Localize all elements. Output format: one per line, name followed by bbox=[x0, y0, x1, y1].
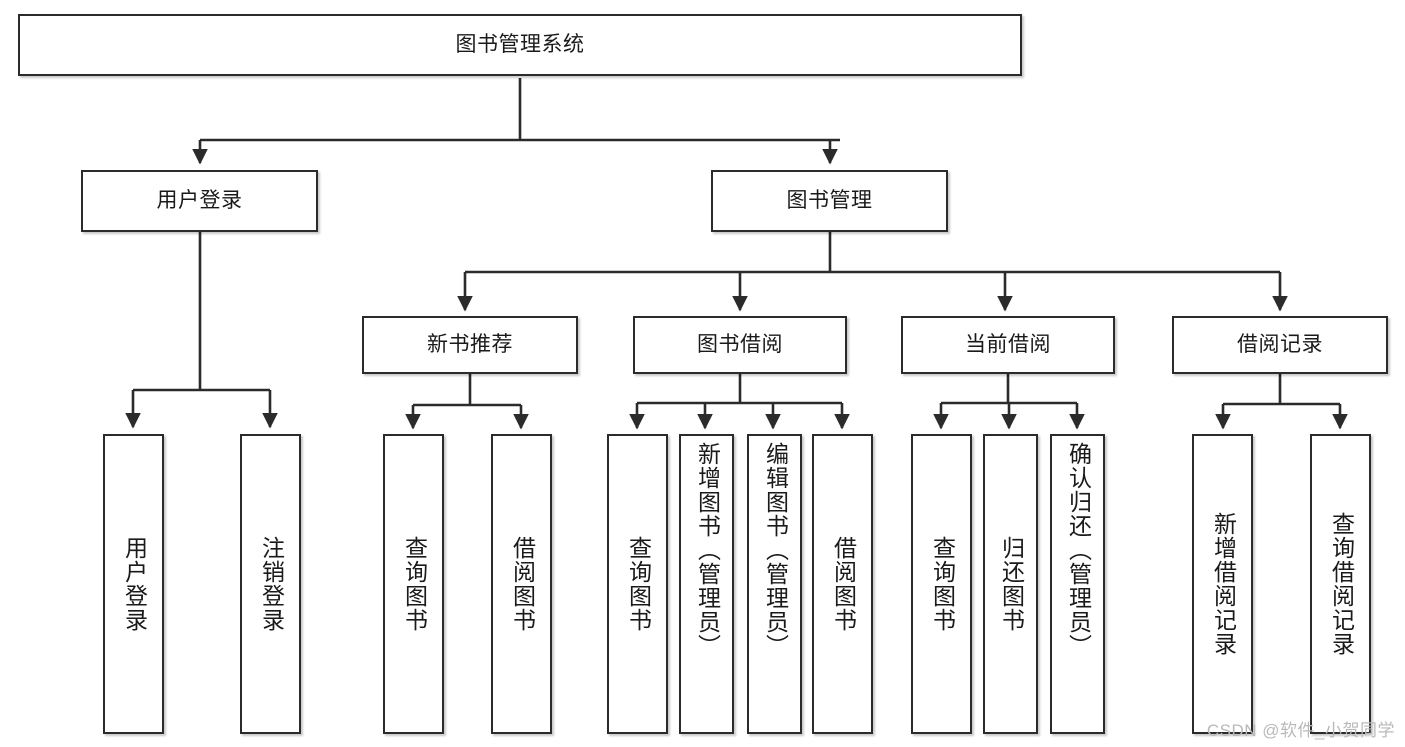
node-new-book-rec-label: 新书推荐 bbox=[427, 332, 513, 356]
node-user-login[interactable]: 用户登录 bbox=[81, 170, 318, 232]
node-leaf-confirm-return[interactable]: 确认归还（管理员） bbox=[1050, 434, 1105, 734]
node-leaf-user-login-label: 用户登录 bbox=[121, 536, 148, 632]
node-leaf-borrow-book-2[interactable]: 借阅图书 bbox=[812, 434, 873, 734]
node-leaf-query-book-2[interactable]: 查询图书 bbox=[607, 434, 668, 734]
node-leaf-query-record[interactable]: 查询借阅记录 bbox=[1310, 434, 1371, 734]
node-current-borrow-label: 当前借阅 bbox=[965, 332, 1051, 356]
node-leaf-query-book-2-label: 查询图书 bbox=[625, 536, 652, 632]
node-leaf-add-record-label: 新增借阅记录 bbox=[1210, 512, 1237, 656]
node-leaf-query-book-3-label: 查询图书 bbox=[929, 536, 956, 632]
node-leaf-borrow-book-2-label: 借阅图书 bbox=[830, 536, 857, 632]
node-book-borrow-label: 图书借阅 bbox=[697, 332, 783, 356]
node-leaf-borrow-book-1-label: 借阅图书 bbox=[509, 536, 536, 632]
node-leaf-return-book[interactable]: 归还图书 bbox=[983, 434, 1038, 734]
node-new-book-rec[interactable]: 新书推荐 bbox=[362, 316, 578, 374]
node-leaf-edit-book-label: 编辑图书（管理员） bbox=[762, 442, 789, 658]
node-leaf-logout-label: 注销登录 bbox=[258, 536, 285, 632]
node-leaf-add-record[interactable]: 新增借阅记录 bbox=[1192, 434, 1253, 734]
node-leaf-add-book[interactable]: 新增图书（管理员） bbox=[679, 434, 734, 734]
node-leaf-add-book-label: 新增图书（管理员） bbox=[694, 442, 721, 658]
node-leaf-query-book-3[interactable]: 查询图书 bbox=[911, 434, 972, 734]
node-borrow-record-label: 借阅记录 bbox=[1237, 332, 1323, 356]
node-leaf-logout[interactable]: 注销登录 bbox=[240, 434, 301, 734]
node-leaf-query-book-1[interactable]: 查询图书 bbox=[383, 434, 444, 734]
node-leaf-query-book-1-label: 查询图书 bbox=[401, 536, 428, 632]
node-book-borrow[interactable]: 图书借阅 bbox=[633, 316, 847, 374]
node-book-manage[interactable]: 图书管理 bbox=[711, 170, 948, 232]
node-root-label: 图书管理系统 bbox=[455, 32, 585, 56]
node-borrow-record[interactable]: 借阅记录 bbox=[1172, 316, 1388, 374]
node-leaf-return-book-label: 归还图书 bbox=[998, 536, 1025, 632]
node-leaf-borrow-book-1[interactable]: 借阅图书 bbox=[491, 434, 552, 734]
node-user-login-label: 用户登录 bbox=[156, 188, 243, 212]
node-leaf-edit-book[interactable]: 编辑图书（管理员） bbox=[747, 434, 802, 734]
node-leaf-query-record-label: 查询借阅记录 bbox=[1328, 512, 1355, 656]
node-leaf-confirm-return-label: 确认归还（管理员） bbox=[1065, 442, 1092, 658]
node-root[interactable]: 图书管理系统 bbox=[18, 14, 1022, 76]
node-current-borrow[interactable]: 当前借阅 bbox=[901, 316, 1115, 374]
node-book-manage-label: 图书管理 bbox=[786, 188, 873, 212]
node-leaf-user-login[interactable]: 用户登录 bbox=[103, 434, 164, 734]
